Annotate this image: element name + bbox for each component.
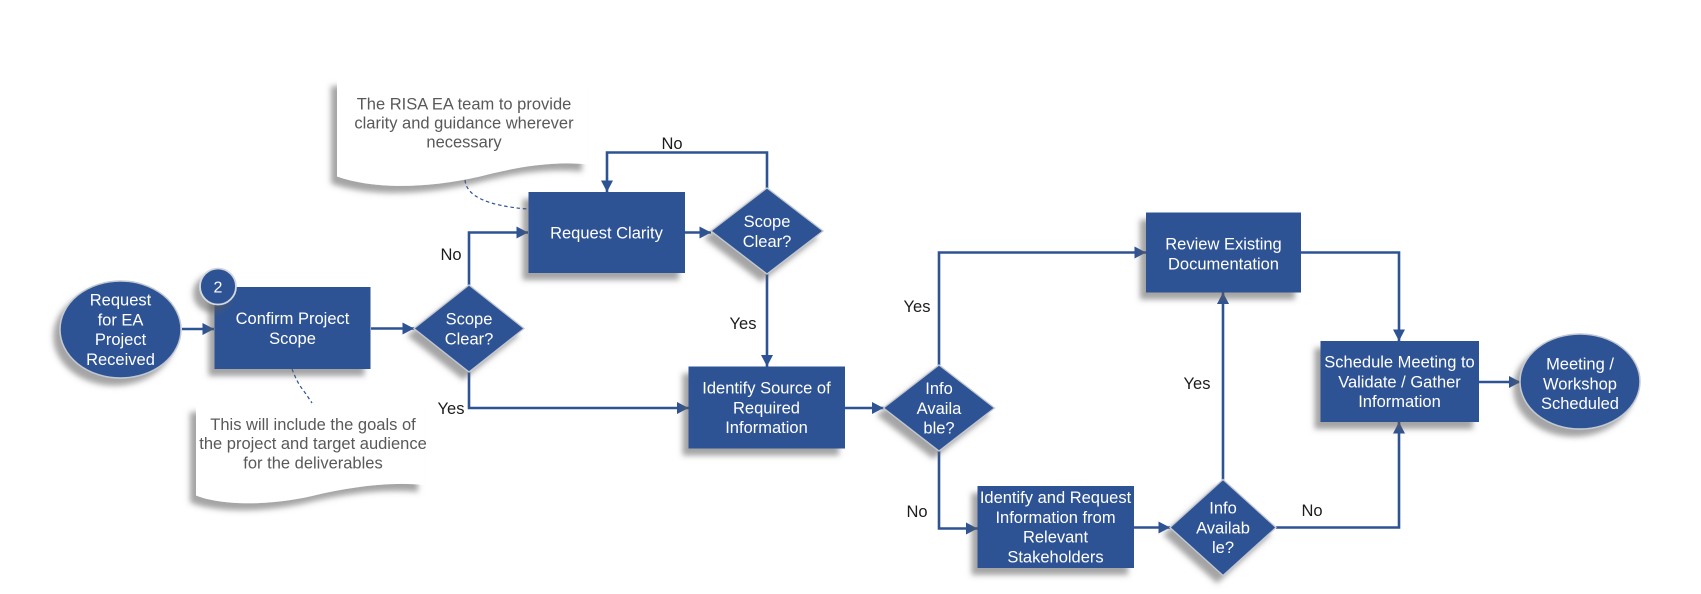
svg-text:Yes: Yes xyxy=(438,400,465,418)
svg-text:le?: le? xyxy=(1212,539,1234,557)
svg-text:Project: Project xyxy=(95,331,147,349)
svg-text:Review Existing: Review Existing xyxy=(1165,236,1281,254)
svg-text:Scope: Scope xyxy=(446,311,493,329)
svg-text:for the deliverables: for the deliverables xyxy=(243,455,382,473)
svg-text:Scheduled: Scheduled xyxy=(1541,395,1619,413)
svg-text:Identify and Request: Identify and Request xyxy=(980,489,1132,507)
svg-text:This will include the goals of: This will include the goals of xyxy=(210,416,416,434)
svg-text:Yes: Yes xyxy=(1184,375,1211,393)
svg-text:No: No xyxy=(440,246,461,264)
svg-text:Info: Info xyxy=(925,380,953,398)
svg-text:Identify Source of: Identify Source of xyxy=(702,380,831,398)
svg-text:ble?: ble? xyxy=(923,420,954,438)
svg-text:Stakeholders: Stakeholders xyxy=(1007,549,1103,567)
svg-text:the project and target audienc: the project and target audience xyxy=(199,435,427,453)
svg-text:No: No xyxy=(1301,502,1322,520)
svg-text:Clear?: Clear? xyxy=(743,233,792,251)
svg-text:Availa: Availa xyxy=(917,400,962,418)
svg-text:Documentation: Documentation xyxy=(1168,255,1279,273)
svg-text:Schedule Meeting to: Schedule Meeting to xyxy=(1324,354,1474,372)
svg-text:No: No xyxy=(906,503,927,521)
svg-text:Confirm Project: Confirm Project xyxy=(236,310,350,328)
svg-text:Information from: Information from xyxy=(995,509,1115,527)
svg-text:clarity and guidance wherever: clarity and guidance wherever xyxy=(354,115,574,133)
svg-text:Information: Information xyxy=(725,419,808,437)
svg-text:Scope: Scope xyxy=(744,213,791,231)
svg-text:Request Clarity: Request Clarity xyxy=(550,224,664,242)
svg-text:Validate / Gather: Validate / Gather xyxy=(1338,373,1461,391)
svg-text:Meeting /: Meeting / xyxy=(1546,356,1614,374)
svg-text:Information: Information xyxy=(1358,393,1441,411)
svg-text:No: No xyxy=(661,135,682,153)
svg-text:Availab: Availab xyxy=(1196,519,1250,537)
svg-text:Workshop: Workshop xyxy=(1543,375,1617,393)
svg-text:Yes: Yes xyxy=(730,315,757,333)
svg-text:Request: Request xyxy=(90,292,152,310)
svg-text:Scope: Scope xyxy=(269,330,316,348)
svg-text:necessary: necessary xyxy=(426,134,502,152)
svg-text:for EA: for EA xyxy=(98,311,144,329)
svg-text:The RISA EA team to provide: The RISA EA team to provide xyxy=(357,96,572,114)
svg-text:2: 2 xyxy=(214,280,223,297)
svg-text:Received: Received xyxy=(86,351,155,369)
svg-text:Yes: Yes xyxy=(904,298,931,316)
svg-text:Clear?: Clear? xyxy=(445,330,494,348)
svg-text:Required: Required xyxy=(733,399,800,417)
svg-text:Relevant: Relevant xyxy=(1023,529,1089,547)
svg-text:Info: Info xyxy=(1209,500,1237,518)
